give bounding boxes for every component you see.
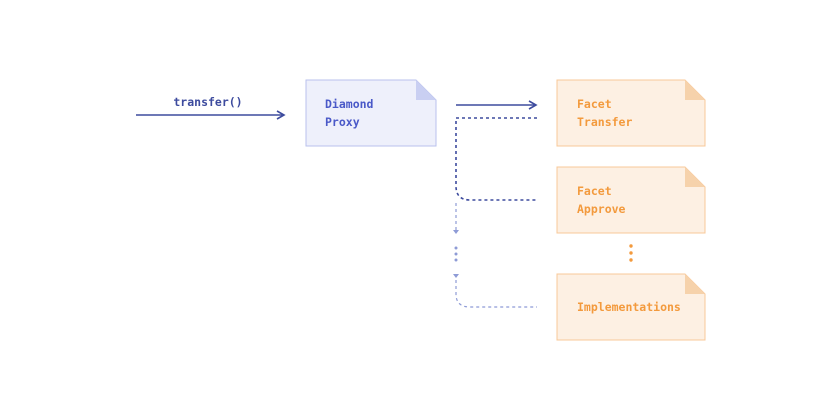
faint-route-tick-lower: [453, 274, 459, 278]
facet-document-shape: [556, 166, 706, 234]
facet-corner-fold: [685, 167, 705, 187]
diamond-proxy-node: Diamond Proxy: [305, 79, 437, 147]
ellipsis-dot: [454, 246, 458, 250]
proxy-corner-fold: [416, 80, 436, 100]
route-to-implementations: [455, 280, 537, 308]
implementations-label: Implementations: [577, 300, 681, 314]
facet-transfer-node: Facet Transfer: [556, 79, 706, 147]
faint-route-tick-upper: [453, 230, 459, 234]
ellipsis-dot: [454, 252, 458, 256]
facet-document-shape: [556, 79, 706, 147]
route-to-approve: [455, 117, 537, 201]
facet-approve-node: Facet Approve: [556, 166, 706, 234]
facet-label-line2: Approve: [577, 202, 626, 216]
facet-corner-fold: [685, 274, 705, 294]
facets-ellipsis: [629, 244, 633, 262]
proxy-label-line2: Proxy: [325, 115, 360, 129]
proxy-label-line1: Diamond: [325, 97, 374, 111]
facet-corner-fold: [685, 80, 705, 100]
ellipsis-dot: [629, 251, 633, 255]
facet-label-line1: Facet: [577, 97, 612, 111]
implementations-node: Implementations: [556, 273, 706, 341]
incoming-call: transfer(): [136, 95, 286, 120]
connectors: [453, 100, 538, 308]
proxy-document-shape: [305, 79, 437, 147]
ellipsis-dot: [629, 258, 633, 262]
facet-label-line2: Transfer: [577, 115, 632, 129]
ellipsis-dot: [454, 258, 458, 262]
facet-document-shape: [556, 273, 706, 341]
call-label: transfer(): [173, 95, 242, 109]
ellipsis-dot: [629, 244, 633, 248]
facet-label-line1: Facet: [577, 184, 612, 198]
